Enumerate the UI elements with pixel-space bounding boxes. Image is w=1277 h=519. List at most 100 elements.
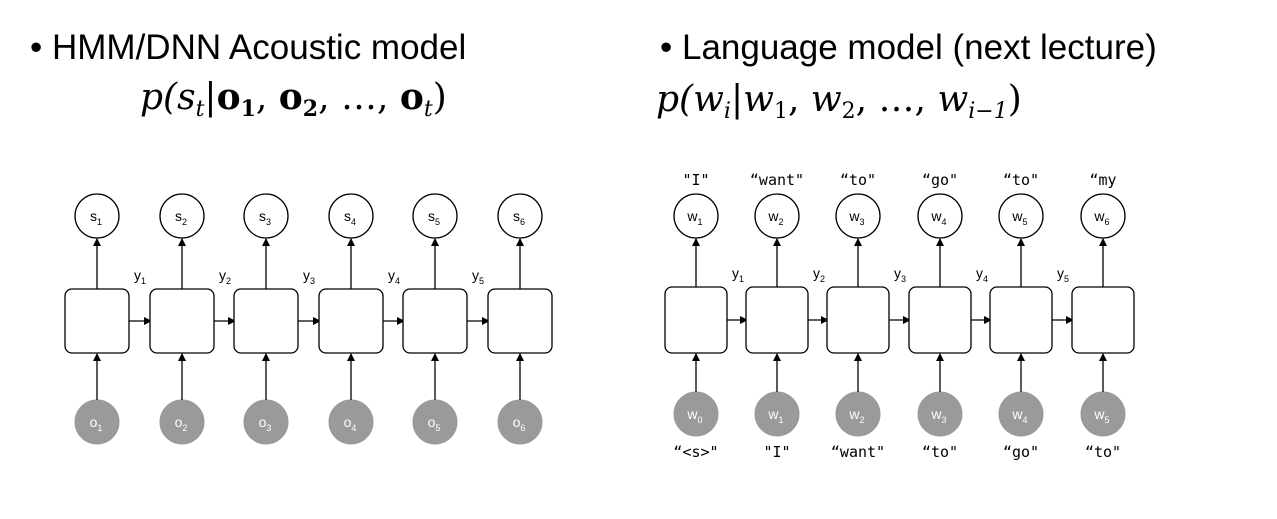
acoustic-output-label: s6 — [513, 208, 525, 227]
formula-sub: t — [423, 97, 433, 122]
language-input-word: “want" — [831, 443, 885, 461]
acoustic-output-label: s5 — [428, 208, 440, 227]
language-output-label: w4 — [930, 208, 946, 227]
language-hidden-box — [908, 286, 972, 354]
formula-sub: t — [195, 97, 205, 122]
acoustic-hidden-box — [64, 288, 130, 354]
language-output-label: w2 — [767, 208, 783, 227]
acoustic-hidden-label: y1 — [134, 267, 146, 286]
language-hidden-box — [826, 286, 890, 354]
acoustic-hidden-box — [149, 288, 215, 354]
right-formula: p(wi|w1, w2, …, wi−1) — [656, 78, 1022, 134]
acoustic-hidden-box — [487, 288, 553, 354]
formula-part: o — [278, 76, 303, 118]
acoustic-input-label: o3 — [259, 414, 272, 433]
acoustic-hidden-label: y3 — [303, 267, 315, 286]
formula-part: w — [810, 79, 842, 120]
bullet-dot: • — [30, 28, 52, 67]
acoustic-hidden-label: y4 — [388, 267, 400, 286]
acoustic-input-label: o1 — [90, 414, 103, 433]
acoustic-input-label: o6 — [513, 414, 526, 433]
acoustic-hidden-box — [318, 288, 384, 354]
language-input-word: “to" — [922, 443, 958, 461]
bullet-dot: • — [660, 28, 682, 67]
language-input-word: “to" — [1085, 443, 1121, 461]
acoustic-output-node — [159, 193, 205, 239]
language-input-label: w1 — [767, 406, 783, 425]
acoustic-output-node — [243, 193, 289, 239]
formula-sub: 1 — [773, 99, 788, 124]
language-target-word: “to" — [840, 171, 876, 189]
acoustic-output-label: s2 — [175, 208, 187, 227]
language-input-label: w2 — [848, 406, 864, 425]
formula-part: ) — [432, 77, 447, 118]
formula-sub: 2 — [841, 99, 856, 124]
acoustic-input-label: o4 — [344, 414, 357, 433]
language-target-word: “my — [1089, 171, 1116, 189]
formula-part: w — [937, 79, 969, 120]
language-input-label: w5 — [1093, 406, 1109, 425]
language-target-word: “go" — [922, 171, 958, 189]
acoustic-output-label: s4 — [344, 208, 356, 227]
acoustic-hidden-label: y5 — [472, 267, 484, 286]
acoustic-output-node — [412, 193, 458, 239]
formula-part: ) — [1007, 79, 1022, 120]
acoustic-input-label: o2 — [175, 414, 188, 433]
language-output-label: w1 — [686, 208, 702, 227]
language-hidden-box — [989, 286, 1053, 354]
language-hidden-box — [664, 286, 728, 354]
formula-part: , — [255, 77, 279, 118]
language-hidden-label: y4 — [976, 265, 988, 284]
language-input-word: "I" — [763, 443, 790, 461]
left-heading: • HMM/DNN Acoustic model — [30, 28, 466, 68]
language-hidden-box — [1071, 286, 1135, 354]
language-hidden-label: y5 — [1057, 265, 1069, 284]
language-input-word: “<s>" — [673, 443, 718, 461]
formula-part: o — [216, 76, 241, 118]
formula-part: w — [693, 79, 724, 120]
language-target-word: "I" — [682, 171, 709, 189]
acoustic-hidden-label: y2 — [219, 267, 231, 286]
formula-part: o — [399, 76, 424, 118]
language-hidden-box — [745, 286, 809, 354]
acoustic-hidden-box — [402, 288, 468, 354]
left-heading-text: HMM/DNN Acoustic model — [51, 28, 467, 67]
language-output-label: w6 — [1093, 208, 1109, 227]
acoustic-input-label: o5 — [428, 414, 441, 433]
language-input-label: w4 — [1011, 406, 1027, 425]
acoustic-output-node — [74, 193, 120, 239]
formula-part: p( — [656, 79, 694, 120]
formula-part: | — [730, 79, 744, 120]
language-hidden-label: y3 — [894, 265, 906, 284]
language-target-word: “want" — [750, 171, 804, 189]
right-heading-text: Language model (next lecture) — [681, 28, 1157, 67]
acoustic-output-node — [328, 193, 374, 239]
language-target-word: “to" — [1003, 171, 1039, 189]
formula-part: , — [787, 79, 811, 120]
language-input-word: “go" — [1003, 443, 1039, 461]
formula-part: s — [177, 77, 196, 118]
formula-part: | — [204, 77, 217, 118]
acoustic-model-diagram: s1 o1 y1 s2 o2 y2 s3 o3 y3 s4 o4 y4 s5 o5 y5 s6 o6 — [64, 193, 553, 445]
left-formula: p(st|o1, o2, …, ot) — [140, 75, 447, 132]
acoustic-output-node — [497, 193, 543, 239]
formula-part: , …, — [318, 77, 400, 118]
language-output-label: w3 — [848, 208, 864, 227]
formula-part: w — [743, 79, 774, 120]
language-input-label: w0 — [686, 406, 702, 425]
language-output-label: w5 — [1011, 208, 1027, 227]
formula-sub: 1 — [240, 96, 256, 122]
language-input-label: w3 — [930, 406, 946, 425]
acoustic-output-label: s3 — [259, 208, 271, 227]
formula-sub: 2 — [302, 96, 319, 122]
language-hidden-label: y2 — [813, 265, 825, 284]
formula-part: , …, — [855, 79, 938, 120]
language-model-diagram: w1w0y1"I"“<s>"w2w1y2“want""I"w3w2y3“to"“… — [664, 171, 1135, 461]
formula-sub: i — [723, 99, 731, 124]
formula-sub: i−1 — [968, 99, 1008, 124]
right-heading: • Language model (next lecture) — [660, 28, 1157, 68]
formula-part: p( — [140, 77, 178, 118]
acoustic-output-label: s1 — [90, 208, 102, 227]
acoustic-hidden-box — [233, 288, 299, 354]
